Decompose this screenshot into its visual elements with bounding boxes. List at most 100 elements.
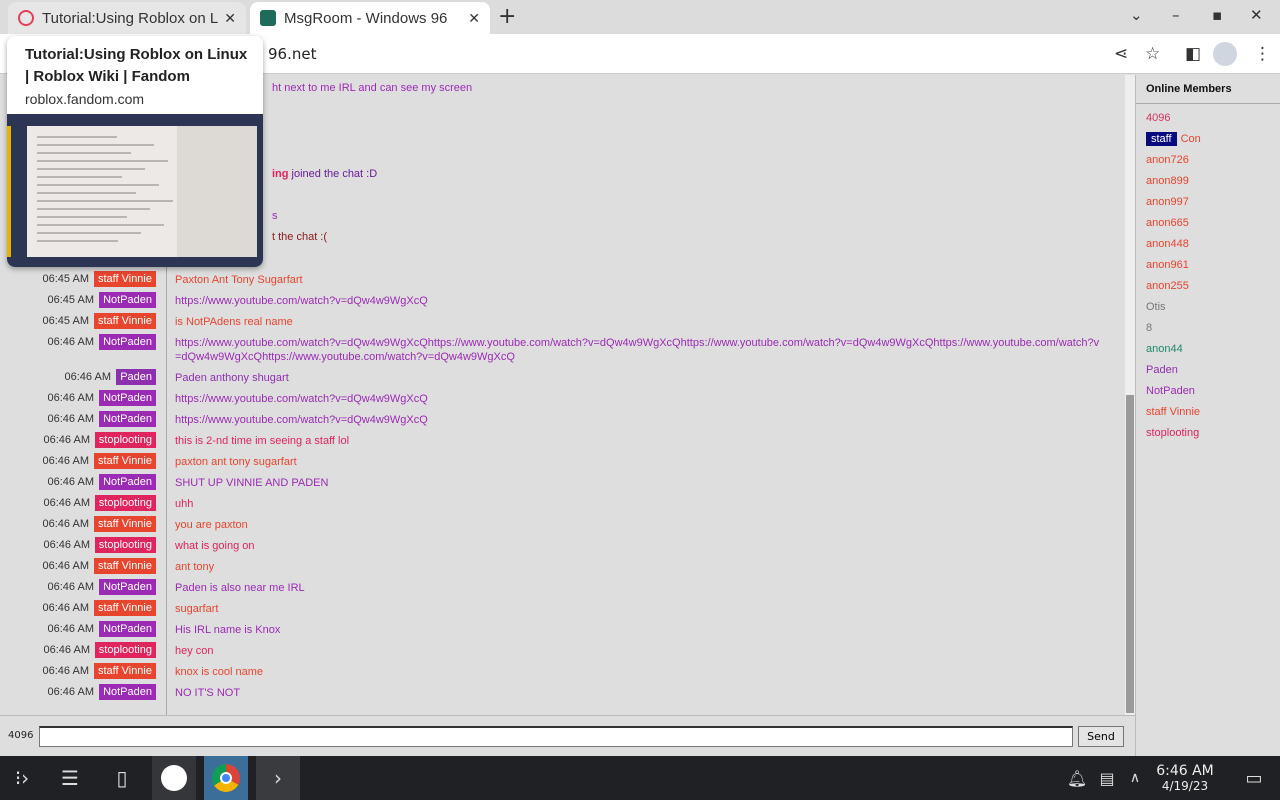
app-icon[interactable] <box>152 756 196 800</box>
username-badge[interactable]: stoplooting <box>94 432 156 448</box>
send-button[interactable]: Send <box>1078 726 1124 747</box>
message-text: https://www.youtube.com/watch?v=dQw4w9Wg… <box>175 337 1100 363</box>
username-badge[interactable]: stoplooting <box>94 642 156 658</box>
maximize-button[interactable]: ▪ <box>1212 6 1223 24</box>
username-badge[interactable]: NotPaden <box>99 684 156 700</box>
username-badge[interactable]: NotPaden <box>99 579 156 595</box>
member-item[interactable]: staff Vinnie <box>1146 406 1201 418</box>
message-text: this is 2-nd time im seeing a staff lol <box>175 435 350 447</box>
username-badge[interactable]: NotPaden <box>99 292 156 308</box>
member-item[interactable]: stoplooting <box>1146 427 1200 439</box>
member-item[interactable]: 4096 <box>1146 112 1171 124</box>
message-timestamp: 06:46 AM <box>47 623 94 635</box>
message-text: is NotPAdens real name <box>175 316 293 328</box>
message-text: https://www.youtube.com/watch?v=dQw4w9Wg… <box>175 295 428 307</box>
member-item[interactable]: NotPaden <box>1146 385 1195 397</box>
member-item[interactable]: anon961 <box>1146 259 1189 271</box>
member-item[interactable]: anon899 <box>1146 175 1189 187</box>
username-badge[interactable]: staff Vinnie <box>93 600 156 616</box>
settings-sliders-icon[interactable]: ☰ <box>61 766 79 790</box>
member-item[interactable]: anon448 <box>1146 238 1189 250</box>
message-input[interactable] <box>39 726 1073 747</box>
chat-divider <box>166 75 167 715</box>
member-item[interactable]: Otis <box>1146 301 1166 313</box>
message-timestamp: 06:46 AM <box>43 497 90 509</box>
username-badge[interactable]: NotPaden <box>99 390 156 406</box>
message-composer: 4096 Send <box>0 715 1135 756</box>
online-members-title: Online Members <box>1136 75 1280 104</box>
more-menu-icon[interactable]: ⋮ <box>1254 44 1271 64</box>
username-badge[interactable]: staff Vinnie <box>93 558 156 574</box>
message-timestamp: 06:46 AM <box>43 539 90 551</box>
show-desktop-icon[interactable]: ▭ <box>1245 767 1263 789</box>
clipboard-icon[interactable]: ▤ <box>1099 768 1115 788</box>
message-text: His IRL name is Knox <box>175 624 281 636</box>
message-text: ant tony <box>175 561 215 573</box>
username-badge[interactable]: stoplooting <box>94 495 156 511</box>
url-text[interactable]: 96.net <box>268 45 317 63</box>
terminal-icon[interactable]: › <box>256 756 300 800</box>
username-badge[interactable]: NotPaden <box>99 411 156 427</box>
message-timestamp: 06:45 AM <box>42 315 89 327</box>
side-panel-icon[interactable]: ◧ <box>1185 44 1202 64</box>
username-badge[interactable]: NotPaden <box>99 474 156 490</box>
username-badge[interactable]: staff Vinnie <box>93 453 156 469</box>
tab-msgroom[interactable]: MsgRoom - Windows 96 ✕ <box>250 2 490 34</box>
message-timestamp: 06:46 AM <box>42 518 89 530</box>
message-timestamp: 06:46 AM <box>47 581 94 593</box>
scrollbar-thumb[interactable] <box>1126 395 1134 713</box>
username-badge[interactable]: staff Vinnie <box>93 516 156 532</box>
message-text: sugarfart <box>175 603 219 615</box>
message-text: knox is cool name <box>175 666 264 678</box>
message-text: https://www.youtube.com/watch?v=dQw4w9Wg… <box>175 393 428 405</box>
username-badge[interactable]: Paden <box>116 369 156 385</box>
close-tab-icon[interactable]: ✕ <box>468 9 480 26</box>
message-timestamp: 06:46 AM <box>47 686 94 698</box>
profile-avatar-icon[interactable] <box>1213 42 1237 66</box>
new-tab-button[interactable]: + <box>498 4 517 29</box>
page-preview-thumbnail <box>7 114 263 267</box>
minimize-button[interactable]: – <box>1172 6 1180 24</box>
bookmark-star-icon[interactable]: ☆ <box>1145 44 1161 64</box>
message-timestamp: 06:46 AM <box>43 434 90 446</box>
member-item[interactable]: anon44 <box>1146 343 1183 355</box>
files-icon[interactable]: ▯ <box>116 766 128 790</box>
close-tab-icon[interactable]: ✕ <box>224 9 236 26</box>
message-timestamp: 06:46 AM <box>42 602 89 614</box>
tab-hover-card: Tutorial:Using Roblox on Linux | Roblox … <box>7 36 263 267</box>
close-window-button[interactable]: ✕ <box>1250 6 1263 24</box>
username-badge[interactable]: staff Vinnie <box>93 271 156 287</box>
share-icon[interactable]: ⋖ <box>1114 44 1129 64</box>
member-item[interactable]: anon726 <box>1146 154 1189 166</box>
username-badge[interactable]: NotPaden <box>99 334 156 350</box>
message-timestamp: 06:46 AM <box>42 455 89 467</box>
tab-roblox-wiki[interactable]: Tutorial:Using Roblox on L ✕ <box>8 2 246 34</box>
tray-expand-icon[interactable]: ∧ <box>1129 770 1141 786</box>
message-text: Paden anthony shugart <box>175 372 289 384</box>
username-badge[interactable]: stoplooting <box>94 537 156 553</box>
username-badge[interactable]: staff Vinnie <box>93 663 156 679</box>
message-timestamp: 06:46 AM <box>47 476 94 488</box>
member-item[interactable]: 8 <box>1146 322 1153 334</box>
message-text: you are paxton <box>175 519 248 531</box>
notifications-icon[interactable]: 🔔︎ <box>1066 768 1088 788</box>
username-badge[interactable]: NotPaden <box>99 621 156 637</box>
message-timestamp: 06:46 AM <box>47 392 94 404</box>
message-text: NO IT'S NOT <box>175 687 241 699</box>
member-item[interactable]: anon255 <box>1146 280 1189 292</box>
member-item[interactable]: Paden <box>1146 364 1178 376</box>
member-item[interactable]: anon997 <box>1146 196 1189 208</box>
tab-strip: Tutorial:Using Roblox on L ✕ MsgRoom - W… <box>0 0 1280 34</box>
message-timestamp: 06:46 AM <box>42 560 89 572</box>
launcher-icon[interactable]: ⁝› <box>14 766 30 790</box>
tab-search-chevron-icon[interactable]: ⌄ <box>1130 6 1143 24</box>
chrome-icon[interactable] <box>204 756 248 800</box>
fandom-favicon-icon <box>18 10 34 26</box>
message-timestamp: 06:46 AM <box>47 336 94 348</box>
member-item[interactable]: anon665 <box>1146 217 1189 229</box>
username-badge[interactable]: staff Vinnie <box>93 313 156 329</box>
